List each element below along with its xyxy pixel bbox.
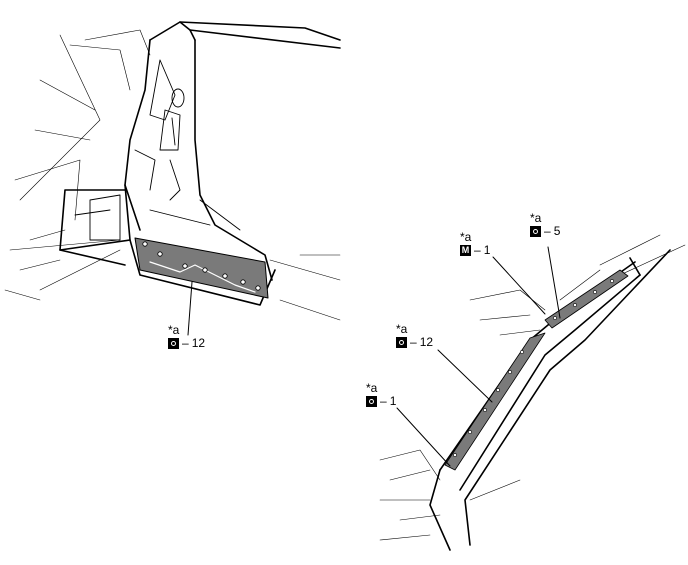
dash-icon: – xyxy=(182,336,189,350)
right-weld-spots xyxy=(453,279,614,457)
weld-circle-icon xyxy=(396,337,407,348)
callout-ref: *a xyxy=(396,322,408,336)
weld-circle-icon xyxy=(168,338,179,349)
right-12-leader xyxy=(437,349,493,403)
callout-ref: *a xyxy=(530,211,542,225)
right-weld-strip xyxy=(444,269,629,471)
left-pillar-details xyxy=(74,59,241,241)
callout-ref: *a xyxy=(168,323,180,337)
callout-count: 5 xyxy=(553,224,561,238)
callout-mark-1: *a M–1 xyxy=(460,231,490,257)
right-5-leader xyxy=(547,246,561,319)
left-weld-strip xyxy=(134,237,269,299)
callout-right-1: *a –1 xyxy=(366,382,396,408)
right-background-lines xyxy=(379,234,686,541)
callout-count: 1 xyxy=(483,243,491,257)
weld-m-icon: M xyxy=(460,245,471,256)
dash-icon: – xyxy=(474,243,481,257)
callout-right-5: *a –5 xyxy=(530,212,560,238)
callout-ref: *a xyxy=(460,230,472,244)
weld-circle-icon xyxy=(366,396,377,407)
callout-count: 12 xyxy=(419,335,434,349)
callout-left-12: *a –12 xyxy=(168,324,205,350)
left-12-leader xyxy=(187,281,193,336)
callout-count: 12 xyxy=(191,336,206,350)
callout-ref: *a xyxy=(366,381,378,395)
left-background-lines xyxy=(4,29,341,321)
mark-1-leader xyxy=(492,256,546,315)
right-pillar xyxy=(429,249,671,551)
right-1-leader xyxy=(396,407,451,467)
dash-icon: – xyxy=(544,224,551,238)
callout-count: 1 xyxy=(389,394,397,408)
dash-icon: – xyxy=(410,335,417,349)
callout-right-12: *a –12 xyxy=(396,323,433,349)
weld-circle-icon xyxy=(530,226,541,237)
dash-icon: – xyxy=(380,394,387,408)
left-weld-spots xyxy=(142,241,261,291)
